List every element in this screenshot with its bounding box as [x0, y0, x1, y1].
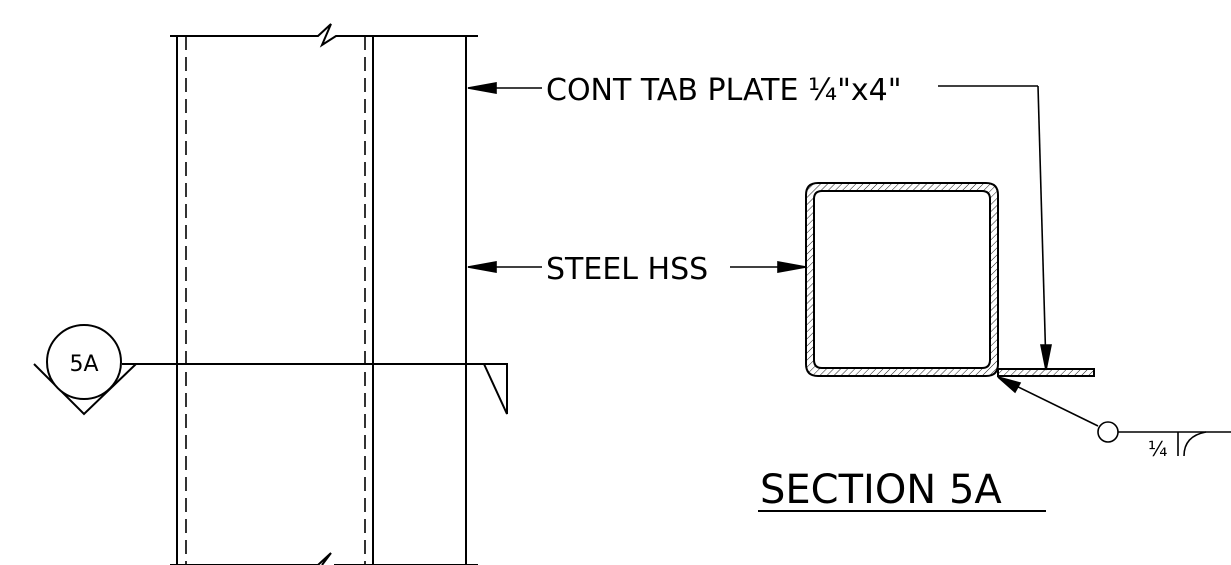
- tab-plate: [997, 368, 1095, 377]
- tab-plate-label: CONT TAB PLATE ¼"x4": [546, 73, 902, 108]
- weld-size-label: ¼: [1148, 437, 1167, 461]
- steel-hss-label: STEEL HSS: [546, 252, 708, 287]
- arrowhead-hss-column: [467, 261, 497, 273]
- arrowhead-tab-plate-section: [1040, 344, 1052, 371]
- weld-symbol: [997, 376, 1231, 457]
- section-title: SECTION 5A: [760, 467, 1002, 513]
- bottom-break-line: [170, 552, 332, 565]
- section-marker-triangle: [33, 363, 137, 416]
- weld-all-around-circle: [1097, 421, 1119, 443]
- section-tag-label: 5A: [69, 352, 98, 377]
- section-cut-flag: [483, 363, 508, 415]
- leader-steel-hss: [467, 261, 807, 273]
- section-marker-circle: [46, 324, 122, 400]
- hss-wall: [805, 182, 999, 377]
- top-break-line: [170, 23, 478, 48]
- weld-arrowhead: [997, 376, 1022, 394]
- arrowhead-tab-plate: [467, 82, 497, 94]
- fillet-curve: [1183, 431, 1207, 457]
- hss-section: [805, 182, 999, 377]
- section-cut-marker: [33, 324, 508, 416]
- hss-column-elevation: [170, 23, 478, 565]
- leader-tab-plate: [467, 82, 1052, 371]
- arrowhead-hss-section: [777, 261, 807, 273]
